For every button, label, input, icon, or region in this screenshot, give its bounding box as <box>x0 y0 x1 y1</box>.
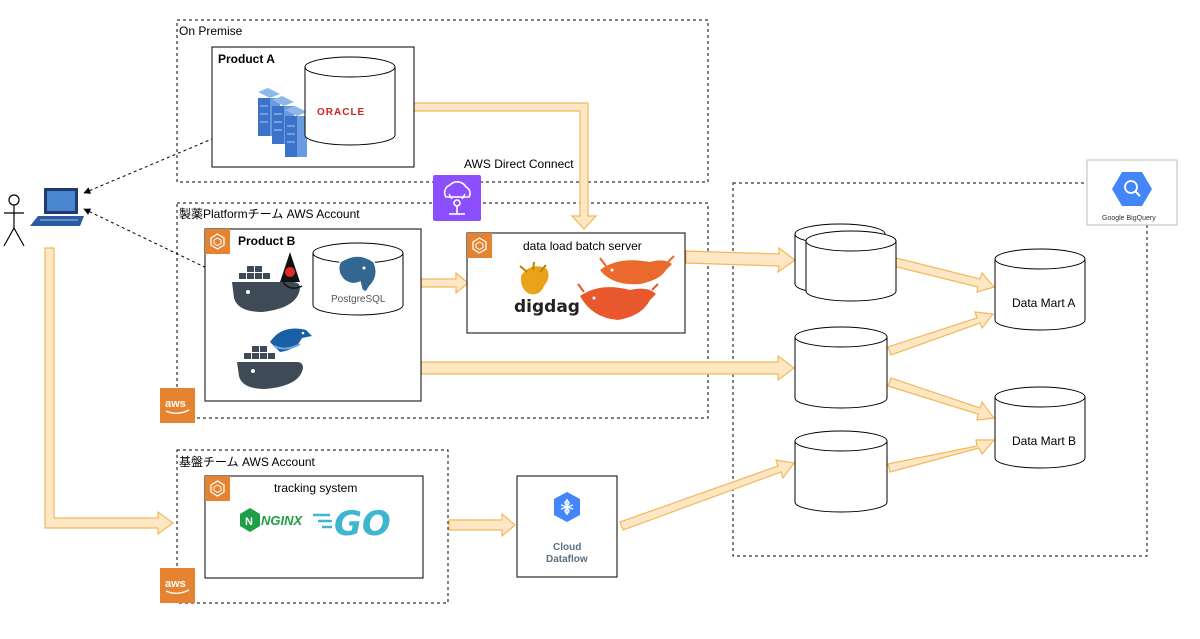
arrow-batch-to-db-upper <box>685 246 797 274</box>
data-mart-a: Data Mart A <box>994 248 1086 331</box>
ec2-icon-2 <box>467 233 492 258</box>
postgresql-elephant-icon <box>337 255 377 293</box>
oracle-logo: ORACLE <box>317 107 365 118</box>
svg-text:N: N <box>245 516 253 528</box>
server-rack-icon <box>258 88 307 157</box>
bird-icon <box>270 328 312 352</box>
data-mart-a-label: Data Mart A <box>1012 296 1075 310</box>
database-lower <box>794 430 888 513</box>
product-a-label: Product A <box>218 52 275 66</box>
ec2-icon-3 <box>205 476 230 501</box>
batch-server-label: data load batch server <box>523 239 642 253</box>
bigquery-icon <box>1112 172 1152 206</box>
go-logo: GO <box>334 504 391 544</box>
postgresql-logo: PostgreSQL <box>331 294 386 305</box>
arrow-postgres-to-batch <box>417 271 469 295</box>
aws-logo-icon: aws <box>160 388 195 423</box>
data-mart-b-label: Data Mart B <box>1012 434 1076 448</box>
go-icon: GO <box>313 504 391 544</box>
tracking-system-label: tracking system <box>274 481 357 495</box>
oracle-database: ORACLE <box>304 56 396 146</box>
user-icon <box>3 194 25 247</box>
svg-text:aws: aws <box>165 578 186 590</box>
arrow-db-lower-to-mart-b <box>887 439 996 473</box>
arrow-tracking-to-dataflow <box>448 512 516 538</box>
arrow-db-middle-to-mart-a <box>887 311 995 356</box>
dataflow-label-line1: Cloud <box>553 542 581 553</box>
svg-text:aws: aws <box>165 398 186 410</box>
direct-connect-icon <box>433 175 481 221</box>
dataflow-label-line2: Dataflow <box>546 554 588 565</box>
flow-arrows <box>44 102 996 538</box>
kiban-account-label: 基盤チーム AWS Account <box>179 455 316 469</box>
arrow-dataflow-to-db-lower <box>619 459 796 531</box>
on-premise-label: On Premise <box>179 24 243 38</box>
data-mart-b: Data Mart B <box>994 386 1086 469</box>
digdag-icon: digdag <box>514 261 580 317</box>
embulk-icon <box>577 255 675 320</box>
dataflow-icon <box>554 492 580 522</box>
docker-icon <box>232 266 300 312</box>
arrow-user-to-tracking <box>44 247 175 536</box>
docker-icon-2 <box>237 346 303 389</box>
batch-server-box: data load batch server <box>466 232 686 334</box>
aws-logo-icon-2: aws <box>160 568 195 603</box>
nginx-logo: NGINX <box>261 513 304 528</box>
database-upper <box>805 230 897 302</box>
bigquery-label: Google BigQuery <box>1102 215 1156 222</box>
arrow-oracle-to-batch <box>393 102 598 230</box>
tracking-system-box: tracking system <box>204 475 424 579</box>
direct-connect-label: AWS Direct Connect <box>464 157 574 171</box>
postgresql-database: PostgreSQL <box>312 242 404 316</box>
database-middle <box>794 326 888 409</box>
on-premise-group: On Premise <box>176 19 709 183</box>
nginx-icon: N NGINX <box>240 508 304 532</box>
product-b-label: Product B <box>238 234 296 248</box>
laptop-icon <box>30 188 84 226</box>
ec2-icon <box>205 229 230 254</box>
digdag-logo: digdag <box>514 297 580 317</box>
arrow-db-middle-to-mart-b <box>887 377 996 421</box>
arrow-db-upper-to-mart-a <box>892 257 996 293</box>
java-duke-icon <box>280 252 303 289</box>
kiban-account-group: 基盤チーム AWS Account <box>176 449 449 604</box>
platform-account-label: 製薬Platformチーム AWS Account <box>179 207 360 221</box>
